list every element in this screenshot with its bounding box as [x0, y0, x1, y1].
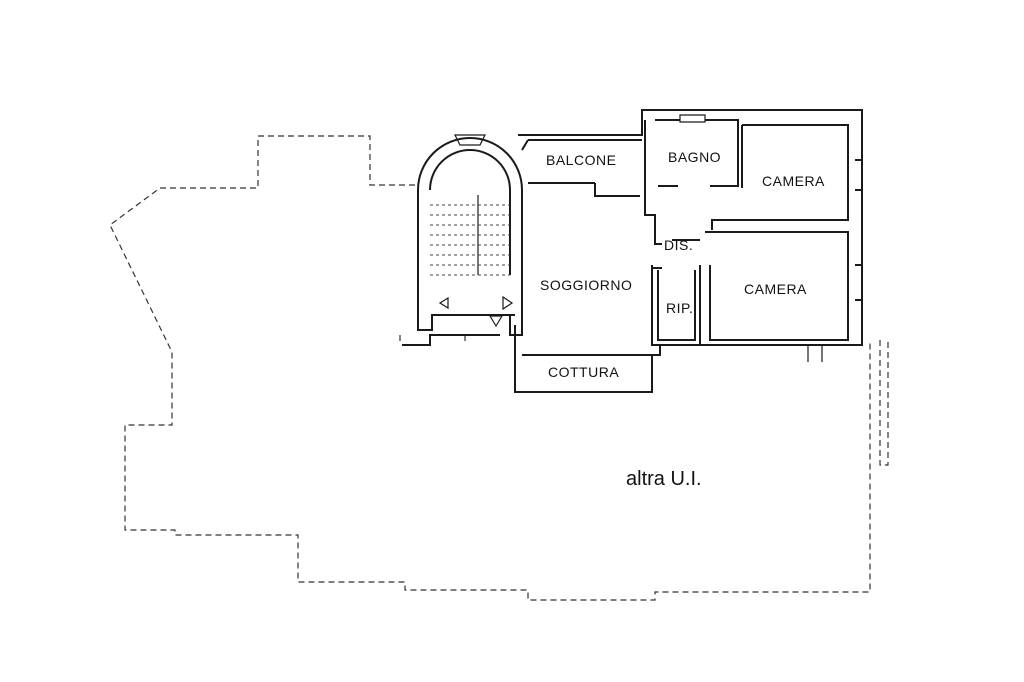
room-label-soggiorno: SOGGIORNO	[540, 277, 632, 293]
apartment-walls	[514, 109, 863, 393]
adjacent-unit-outline	[109, 135, 889, 601]
room-label-bagno: BAGNO	[668, 149, 721, 165]
room-label-camera-bottom: CAMERA	[744, 281, 807, 297]
room-label-cottura: COTTURA	[548, 364, 619, 380]
stairwell	[402, 134, 523, 346]
room-label-camera-top: CAMERA	[762, 173, 825, 189]
other-unit-label: altra U.I.	[626, 468, 702, 490]
room-label-rip: RIP.	[666, 300, 693, 316]
room-label-balcone: BALCONE	[546, 152, 616, 168]
room-label-dis: DIS.	[664, 237, 693, 253]
